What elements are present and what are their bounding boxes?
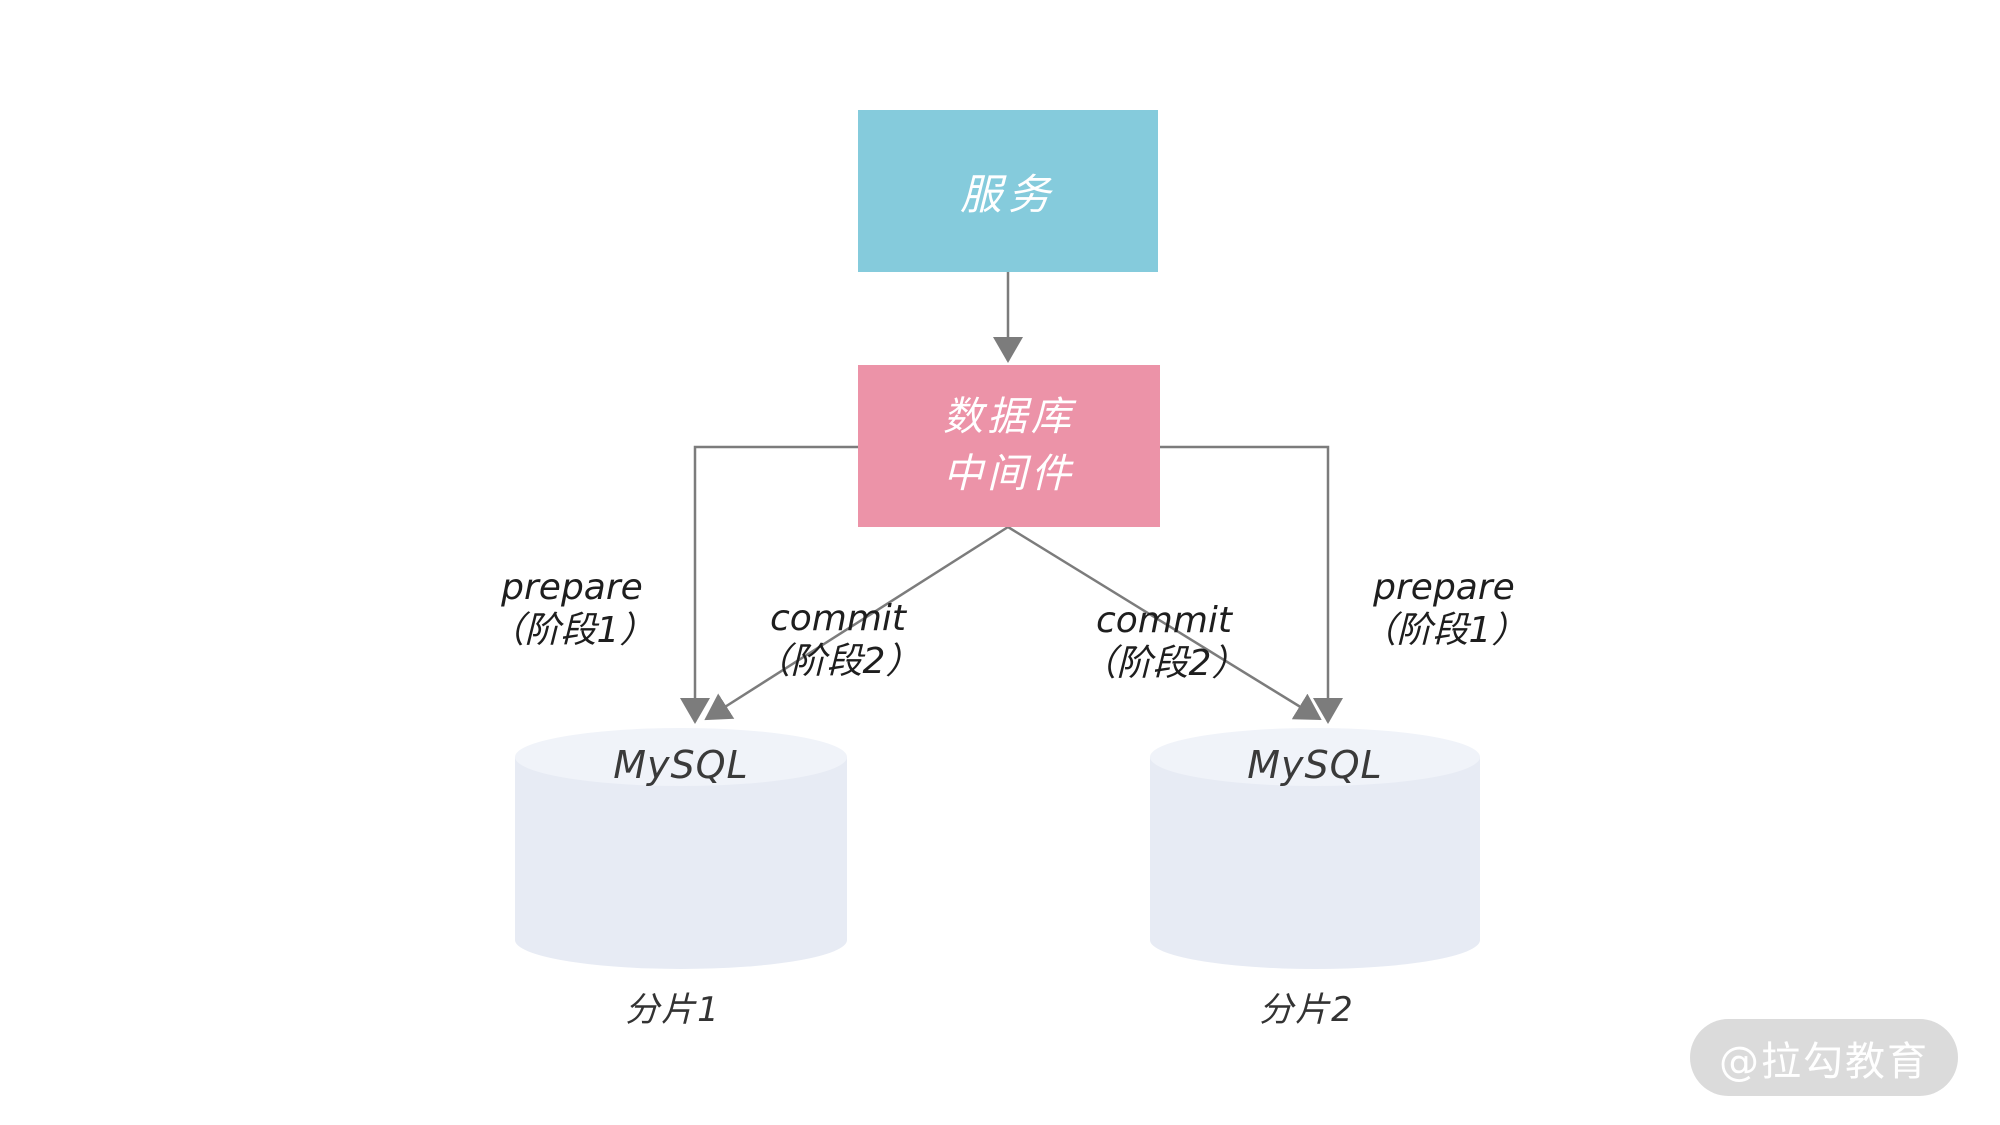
node-middleware-label: 数据库 中间件 bbox=[943, 394, 1075, 497]
arrow-prepare-to-shard1 bbox=[680, 445, 858, 724]
edge-label-prepare-shard2: prepare （阶段1） bbox=[1314, 566, 1574, 652]
edge-label-commit-shard1: commit （阶段2） bbox=[708, 597, 968, 683]
node-service-label: 服务 bbox=[959, 169, 1056, 219]
shard1-caption: 分片1 bbox=[625, 990, 721, 1030]
cylinder-shard1 bbox=[515, 728, 847, 969]
shard1-db-label: MySQL bbox=[613, 743, 749, 787]
cylinder-shard1-body bbox=[515, 757, 847, 969]
watermark-text: @拉勾教育 bbox=[1719, 1038, 1929, 1085]
edge-label-prepare-shard2-line1: prepare bbox=[1373, 567, 1515, 608]
node-middleware: 数据库 中间件 bbox=[858, 365, 1160, 527]
node-service: 服务 bbox=[858, 110, 1158, 272]
edge-label-commit-shard2-line1: commit bbox=[1095, 600, 1233, 641]
arrow-prepare-to-shard2 bbox=[1160, 445, 1343, 724]
arrow-commit-to-shard2 bbox=[1007, 525, 1322, 721]
edge-label-commit-shard1-line2: （阶段2） bbox=[754, 641, 922, 682]
cylinder-shard1-top bbox=[515, 728, 847, 786]
edge-label-commit-shard2-line2: （阶段2） bbox=[1080, 643, 1248, 684]
watermark-badge: @拉勾教育 bbox=[1690, 1019, 1958, 1096]
edge-label-commit-shard1-line1: commit bbox=[769, 598, 907, 639]
edge-label-prepare-shard1: prepare （阶段1） bbox=[442, 566, 702, 652]
edge-label-prepare-shard2-line2: （阶段1） bbox=[1360, 610, 1528, 651]
arrow-commit-to-shard1 bbox=[704, 525, 1009, 721]
shard2-caption: 分片2 bbox=[1259, 990, 1355, 1030]
cylinder-shard2-top bbox=[1150, 728, 1480, 786]
shard2-db-label: MySQL bbox=[1247, 743, 1383, 787]
edge-label-commit-shard2: commit （阶段2） bbox=[1034, 599, 1294, 685]
edge-label-prepare-shard1-line2: （阶段1） bbox=[488, 610, 656, 651]
edge-label-prepare-shard1-line1: prepare bbox=[501, 567, 643, 608]
cylinder-shard2 bbox=[1150, 728, 1480, 969]
cylinder-shard2-body bbox=[1150, 757, 1480, 969]
